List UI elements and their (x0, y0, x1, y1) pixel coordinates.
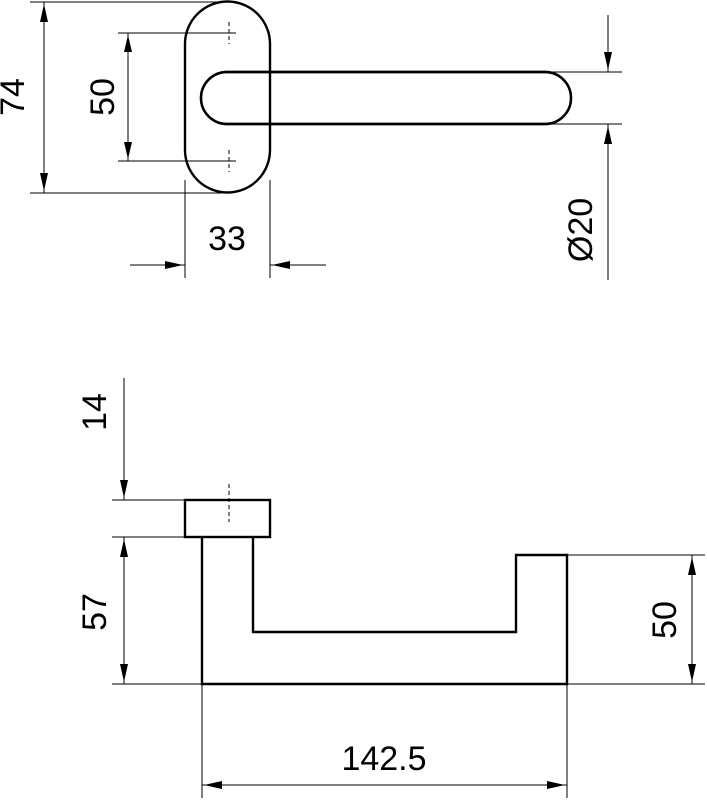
dim-d20-label: Ø20 (562, 198, 600, 262)
rose-oval (183, 0, 272, 194)
lever-bar-inner (199, 70, 270, 126)
dim-50-holes (118, 32, 222, 162)
dim-50-holes-label: 50 (84, 78, 122, 116)
dim-74-label: 74 (0, 78, 32, 116)
dim-14-label: 14 (76, 393, 114, 431)
dim-14 (112, 378, 185, 538)
dim-57-label: 57 (76, 593, 114, 631)
dim-50-lever (567, 554, 705, 685)
screw-hole-top-centermark (222, 22, 236, 44)
dim-142-5 (201, 684, 568, 798)
lever-bar-front (270, 70, 573, 126)
lever-bar (199, 70, 573, 126)
top-view: 74 50 33 Ø20 (0, 0, 622, 280)
dim-50-lever-label: 50 (646, 601, 684, 639)
screw-hole-bottom-centermark (222, 150, 236, 172)
side-view: 14 57 50 142.5 (76, 378, 705, 798)
dim-74 (30, 1, 230, 194)
dim-d20 (550, 15, 622, 280)
dim-33 (130, 180, 326, 278)
lever-profile (200, 537, 569, 686)
dim-33-label: 33 (208, 220, 246, 258)
dim-142-5-label: 142.5 (341, 740, 426, 778)
rose-block (183, 498, 272, 539)
dim-57 (112, 537, 202, 685)
